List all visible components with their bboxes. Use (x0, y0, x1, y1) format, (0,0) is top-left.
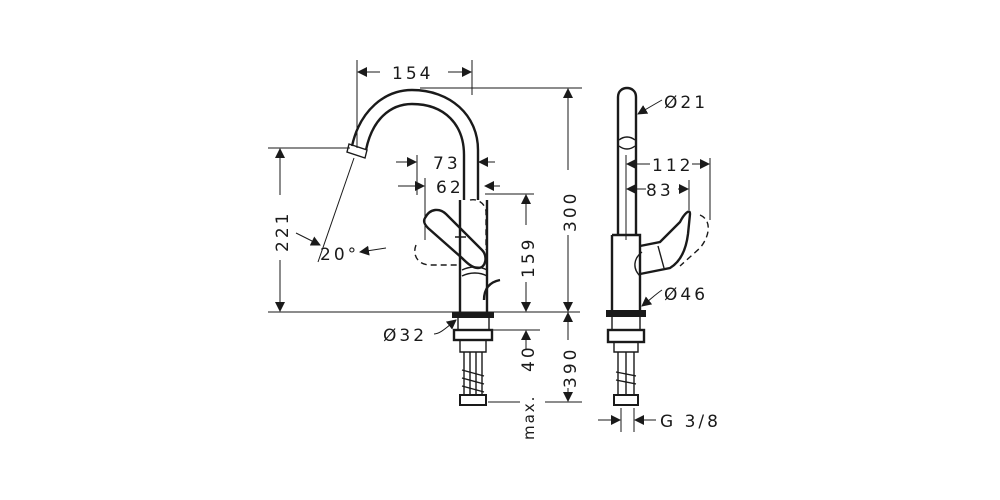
hose-connector (459, 394, 487, 406)
side-spout (616, 86, 638, 235)
body-outline (458, 200, 489, 312)
dim-body-diameter: Ø46 (664, 285, 708, 305)
dim-spout-diameter: Ø21 (664, 93, 708, 113)
dim-handle-62: 62 (436, 178, 464, 198)
side-body (610, 233, 642, 312)
lift-rod (482, 278, 501, 301)
dim-spout-angle: 20° (320, 245, 359, 265)
handle (422, 208, 487, 270)
dim-max-thickness: 40 (519, 344, 539, 372)
spout-aerator (346, 143, 368, 159)
spout-inner (364, 102, 466, 200)
dim-handle-73: 73 (433, 154, 461, 174)
dim-hose-length: 390 (561, 347, 581, 388)
dim-handle-height: 159 (519, 237, 539, 278)
dim-spout-reach: 154 (392, 64, 433, 84)
dim-handle-83: 83 (646, 181, 674, 201)
side-handle-alt-position (679, 214, 709, 267)
side-handle (639, 210, 692, 276)
dim-total-height: 300 (561, 191, 581, 232)
base-ring (452, 312, 494, 318)
side-view: Ø21 112 83 Ø46 G 3/8 (598, 86, 721, 432)
spout-outer (350, 88, 480, 200)
dim-handle-112: 112 (652, 156, 693, 176)
dim-spout-height: 221 (273, 211, 293, 252)
dim-base-diameter: Ø32 (383, 326, 427, 346)
dim-connection-thread: G 3/8 (660, 412, 721, 432)
handle-alt-position (414, 244, 460, 266)
dim-max-label: max. (520, 395, 538, 440)
front-view: 154 300 221 20° 73 62 159 40 max. (268, 60, 582, 440)
supply-hoses (463, 352, 483, 395)
